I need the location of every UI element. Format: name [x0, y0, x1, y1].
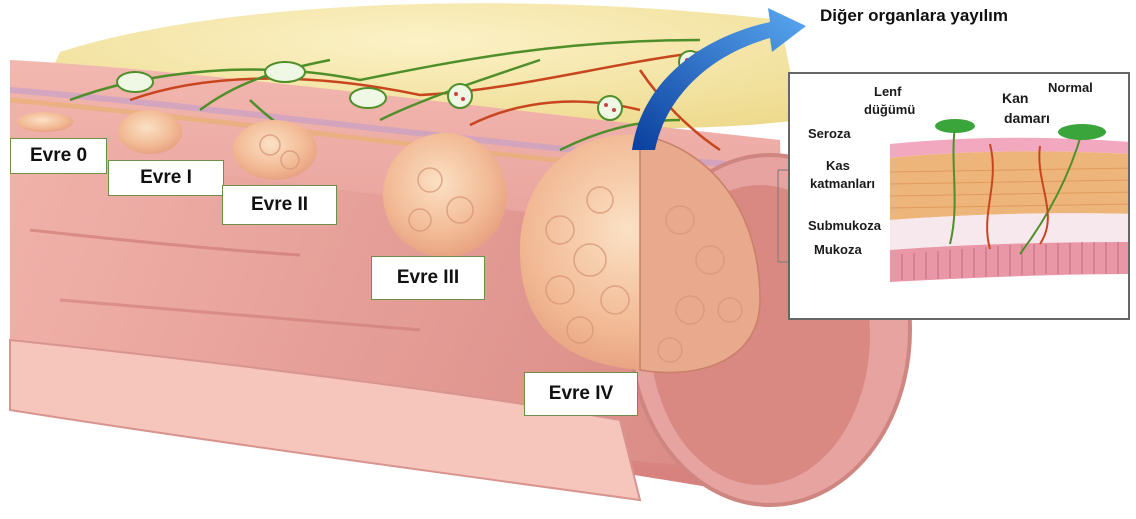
normal-wall-layers-illustration: [790, 74, 1130, 320]
inset-muscle-label-line2: katmanları: [810, 176, 875, 192]
inset-blood-vessel-label-line2: damarı: [1004, 110, 1050, 128]
inset-blood-vessel-label-line1: Kan: [1002, 90, 1028, 108]
inset-blood-vessel: [1058, 124, 1106, 140]
inset-mucosa-label: Mukoza: [814, 242, 862, 258]
inset-muscle-label-line1: Kas: [826, 158, 850, 174]
normal-wall-inset: Normal Lenf düğümü Kan damarı Seroza Kas…: [788, 72, 1130, 320]
inset-lymph-node-label-line2: düğümü: [864, 102, 915, 118]
inset-serosa-label: Seroza: [808, 126, 851, 142]
inset-normal-label: Normal: [1048, 80, 1093, 96]
stage-1-label: Evre I: [108, 160, 224, 196]
tumor-stage-3: [383, 133, 507, 257]
inset-lymph-node: [935, 119, 975, 133]
inset-submucosa-label: Submukoza: [808, 218, 881, 234]
stage-4-label: Evre IV: [524, 372, 638, 416]
tumor-stage-2: [233, 120, 317, 180]
inset-muscle: [890, 151, 1130, 220]
inset-lymph-node-label-line1: Lenf: [874, 84, 901, 100]
stage-0-label: Evre 0: [10, 138, 107, 174]
stage-2-label: Evre II: [222, 185, 337, 225]
tumor-stage-0: [17, 112, 73, 132]
stage-3-label: Evre III: [371, 256, 485, 300]
tumor-stage-1: [118, 110, 182, 154]
spread-to-other-organs-caption: Diğer organlara yayılım: [820, 6, 1008, 26]
